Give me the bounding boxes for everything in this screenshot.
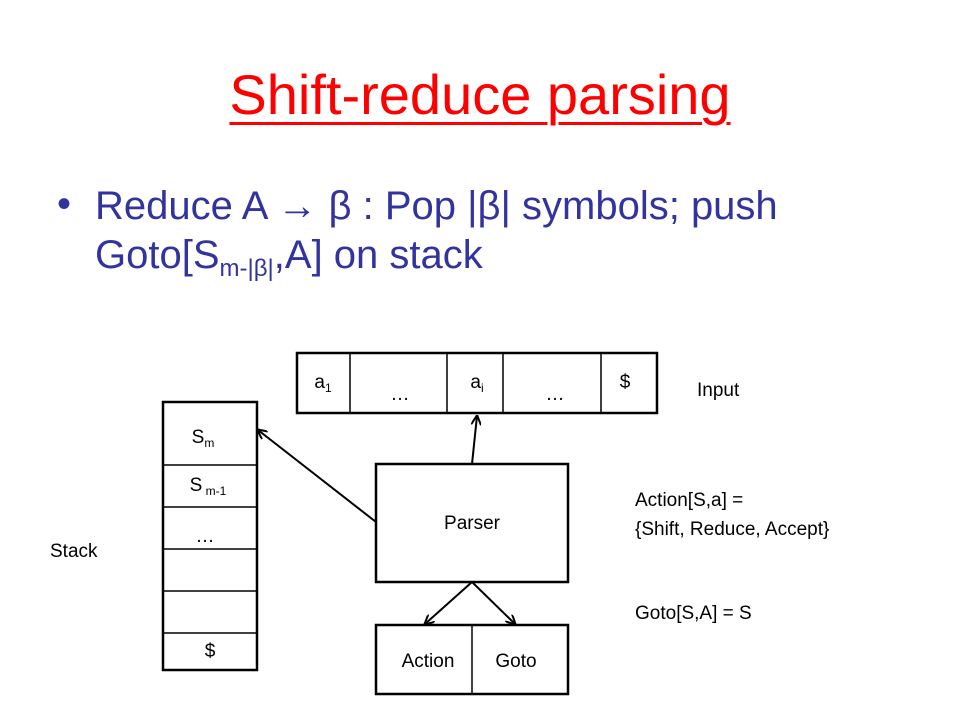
arrow-parser-to-action <box>425 581 473 624</box>
bullet-text: Reduce A → β : Pop |β| symbols; push Got… <box>95 182 935 282</box>
stack-label: Stack <box>50 541 98 562</box>
bullet-line-2-subscript: m-|β| <box>219 255 274 282</box>
arrow-parser-to-input <box>471 416 477 465</box>
stack-box <box>161 400 259 672</box>
bullet-line-2-suffix: ,A] on stack <box>273 233 483 277</box>
arrow-parser-to-goto <box>471 581 515 624</box>
stack-cell-sm: Sm <box>191 427 215 450</box>
action-table-label: Action <box>401 651 455 672</box>
action-note-line-1: Action[S,a] = <box>635 490 744 511</box>
goto-note: Goto[S,A] = S <box>635 603 752 624</box>
bullet-line-1: Reduce A → β : Pop |β| symbols; push <box>95 184 778 228</box>
stack-cell-bottom: $ <box>204 641 216 662</box>
input-tape <box>295 351 659 415</box>
bullet-line-2-prefix: Goto[S <box>95 233 220 277</box>
input-cell-end-marker: $ <box>619 372 631 393</box>
input-cell-ellipsis: … <box>390 384 410 405</box>
input-cell-a1: a1 <box>314 372 332 395</box>
goto-table-label: Goto <box>495 651 537 672</box>
parser-box <box>374 462 570 584</box>
input-cell-ellipsis: … <box>545 384 565 405</box>
parser-label: Parser <box>444 513 500 534</box>
action-note-line-2: {Shift, Reduce, Accept} <box>635 519 830 540</box>
input-cell-ai: ai <box>470 372 484 395</box>
arrow-parser-to-stack <box>258 430 377 523</box>
input-label: Input <box>697 380 740 401</box>
bullet-marker: • <box>57 182 72 226</box>
slide-title: Shift-reduce parsing <box>229 63 731 126</box>
stack-cell-ellipsis: … <box>195 526 215 547</box>
stack-cell-sm-1: S m-1 <box>189 475 227 498</box>
